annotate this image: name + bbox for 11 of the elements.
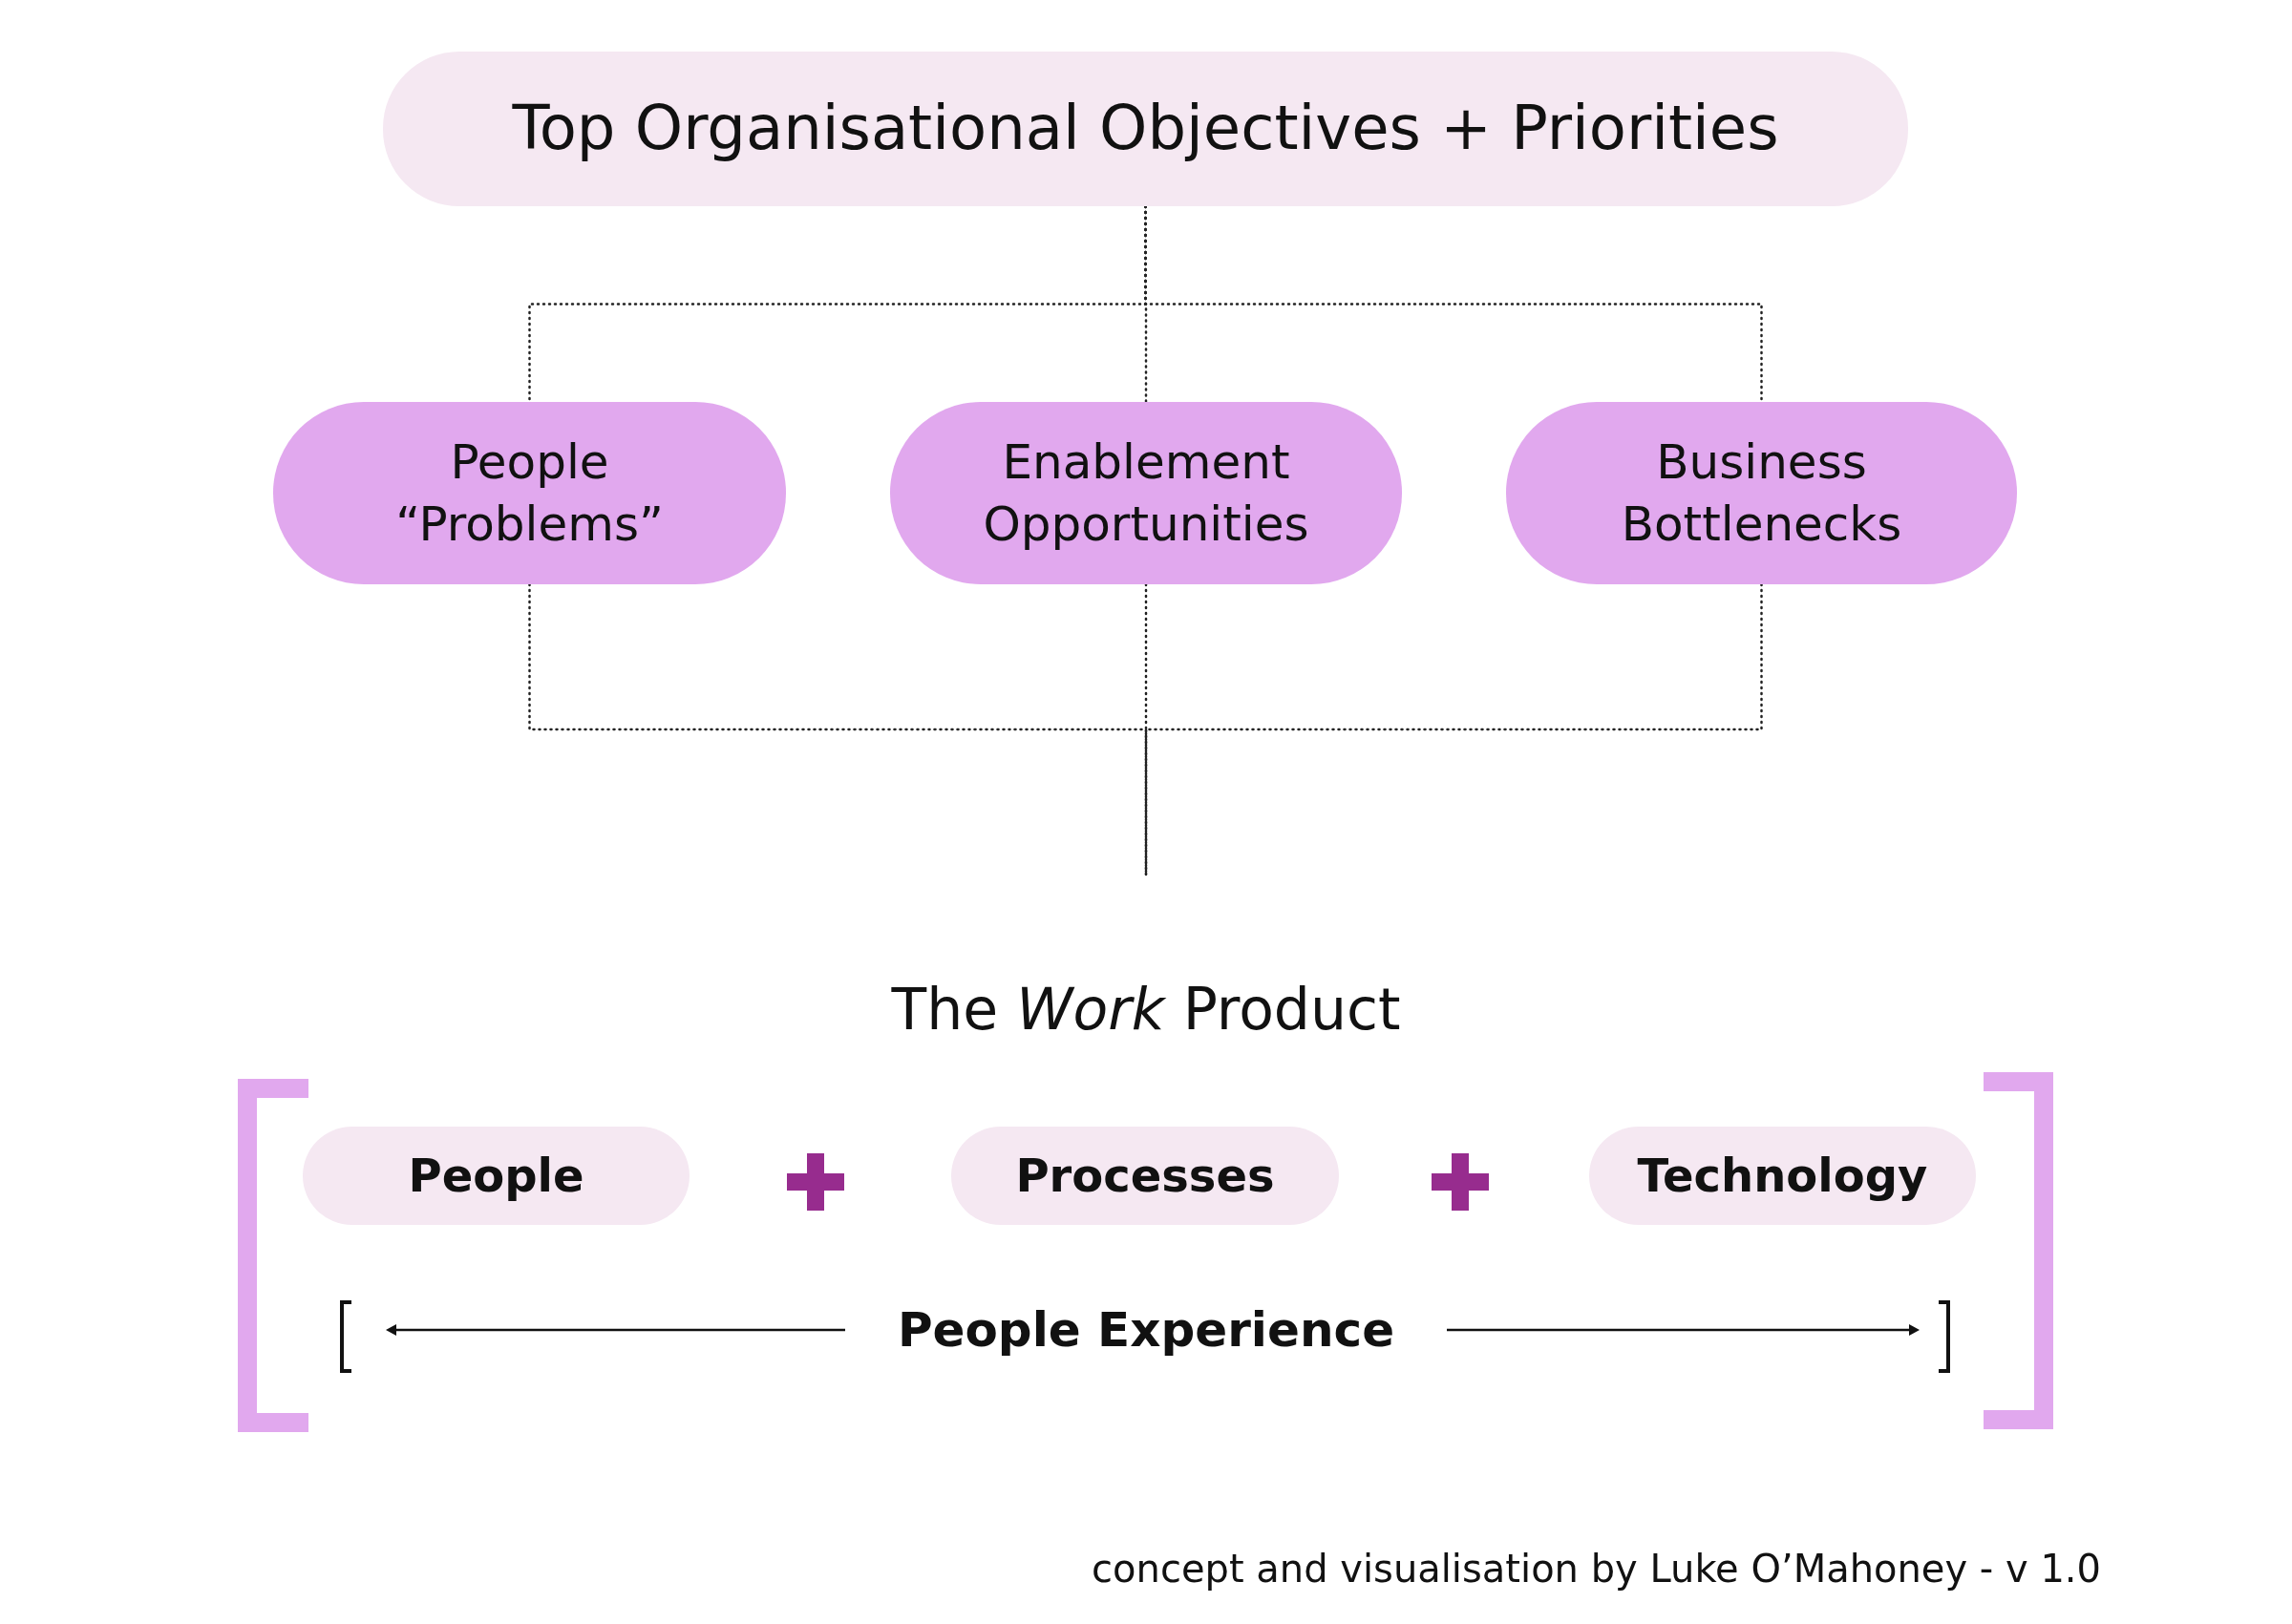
dotted-connector: [1144, 582, 1763, 876]
pill-text: Enablement Opportunities: [982, 432, 1310, 554]
pill-text: Technology: [1636, 1148, 1929, 1205]
span-label: People Experience: [896, 1301, 1396, 1360]
heading-text: The Work Product: [890, 975, 1402, 1044]
pill-text: People “Problems”: [394, 432, 665, 554]
pill-text: Top Organisational Objectives + Priorities: [511, 92, 1780, 166]
pill-text: People: [407, 1148, 585, 1205]
pill-text: Business Bottlenecks: [1620, 432, 1903, 554]
caption: concept and visualisation by Luke O’Mahoney - v 1.0: [1092, 1547, 2101, 1591]
pill-text: Processes: [1014, 1148, 1276, 1205]
